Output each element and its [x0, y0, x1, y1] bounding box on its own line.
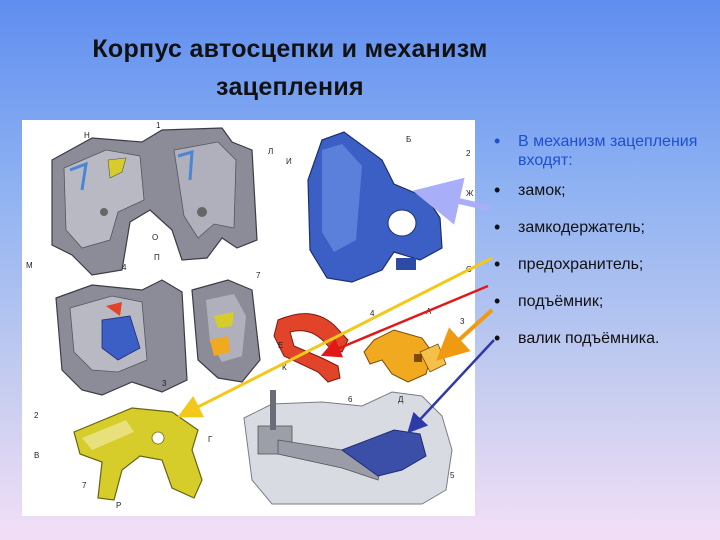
arrow-roller [414, 340, 494, 426]
list-item-intro: В механизм зацепления входят: [492, 132, 707, 170]
arrow-guard [330, 286, 488, 352]
list-item-guard: предохранитель; [492, 255, 707, 274]
list-item-lifter: подъёмник; [492, 292, 707, 311]
components-list: В механизм зацепления входят: замок; зам… [492, 132, 707, 366]
arrow-lock-holder [188, 258, 492, 412]
arrow-lifter [448, 310, 492, 350]
list-item-lifter-roller: валик подъёмника. [492, 329, 707, 348]
arrow-lock [436, 196, 490, 208]
list-item-lock-holder: замкодержатель; [492, 218, 707, 237]
list-item-lock: замок; [492, 181, 707, 200]
